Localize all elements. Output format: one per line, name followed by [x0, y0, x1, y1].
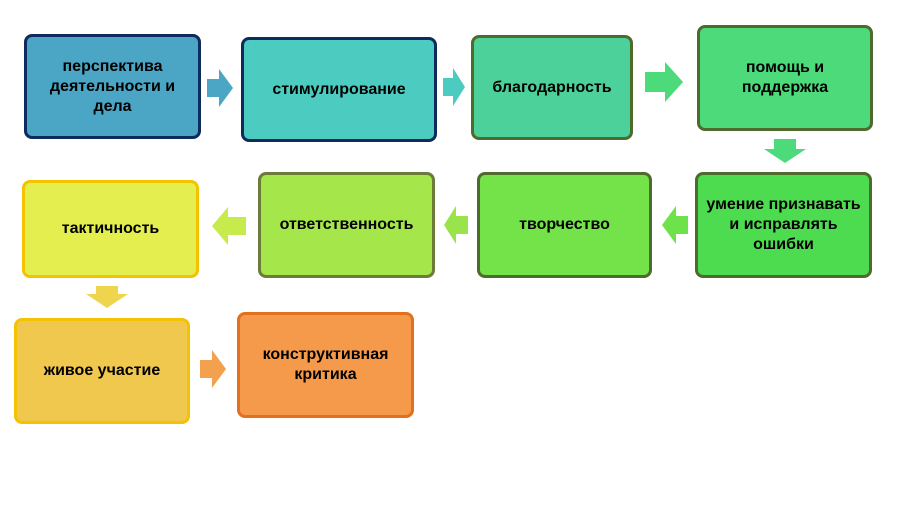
node-help-support: помощь и поддержка — [697, 25, 873, 131]
node-gratitude: благодарность — [471, 35, 633, 140]
arrow-shape — [764, 139, 806, 163]
arrow-4-5-icon — [764, 139, 806, 163]
node-perspective: перспектива деятельности и дела — [24, 34, 201, 139]
node-constructive-criticism: конструктивная критика — [237, 312, 414, 418]
arrow-shape — [207, 69, 233, 107]
arrow-9-10-icon — [200, 350, 226, 388]
arrow-shape — [86, 286, 128, 308]
arrow-7-8-icon — [212, 207, 246, 245]
node-tactfulness: тактичность — [22, 180, 199, 278]
node-creativity: творчество — [477, 172, 652, 278]
arrow-shape — [662, 206, 688, 244]
arrow-2-3-icon — [443, 68, 465, 106]
node-admit-mistakes: умение признавать и исправлять ошибки — [695, 172, 872, 278]
arrow-3-4-icon — [645, 62, 683, 102]
arrow-5-6-icon — [662, 206, 688, 244]
arrow-shape — [200, 350, 226, 388]
arrow-6-7-icon — [444, 206, 468, 244]
node-responsibility: ответственность — [258, 172, 435, 278]
arrow-1-2-icon — [207, 69, 233, 107]
node-live-participation: живое участие — [14, 318, 190, 424]
arrow-8-9-icon — [86, 286, 128, 308]
arrow-shape — [444, 206, 468, 244]
arrow-shape — [645, 62, 683, 102]
arrow-shape — [212, 207, 246, 245]
node-stimulation: стимулирование — [241, 37, 437, 142]
arrow-shape — [443, 68, 465, 106]
